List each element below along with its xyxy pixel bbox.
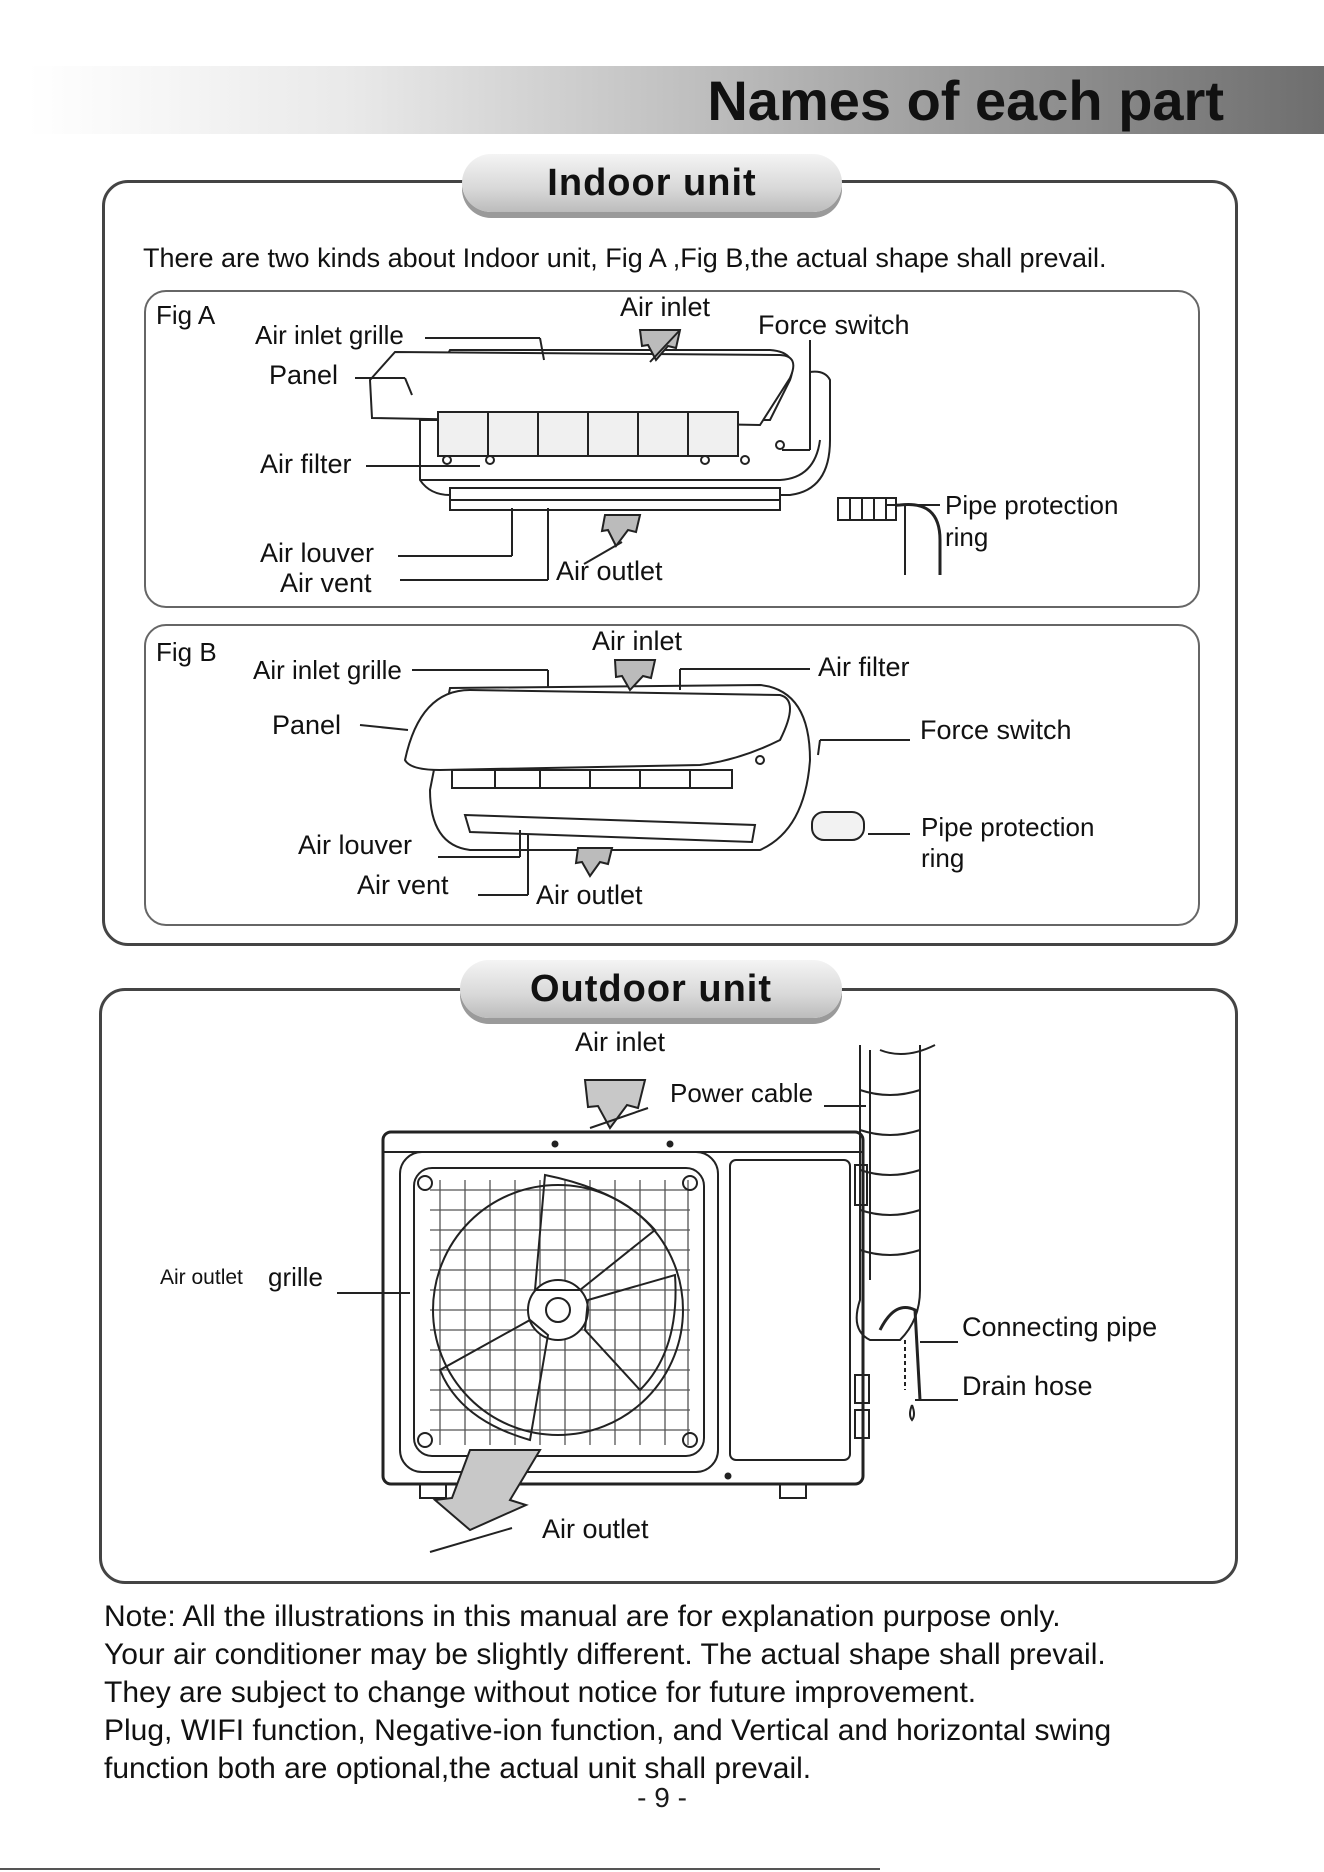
fig-b-air-louver-label: Air louver <box>298 830 413 860</box>
fig-b-leader-lines <box>359 668 910 896</box>
note-line: They are subject to change without notic… <box>104 1676 977 1709</box>
page-title: Names of each part <box>707 69 1224 132</box>
outdoor-grille-label: grille <box>268 1262 323 1292</box>
note-line: function both are optional,the actual un… <box>104 1752 812 1785</box>
fig-b-air-outlet-label: Air outlet <box>536 880 643 910</box>
fig-a-air-vent-label: Air vent <box>280 568 372 598</box>
outdoor-leader-lines <box>337 1105 958 1401</box>
fig-b-panel-label: Panel <box>272 710 342 740</box>
fig-a-panel-label: Panel <box>269 360 339 390</box>
fig-b-ring-label: ring <box>921 843 965 873</box>
fig-a-air-inlet-grille-label: Air inlet grille <box>255 320 404 350</box>
fig-a-air-filter-label: Air filter <box>260 449 352 479</box>
page-number: - 9 - <box>637 1782 687 1813</box>
note-line: Note: All the illustrations in this manu… <box>104 1600 1061 1633</box>
fig-a-label: Fig A <box>156 300 216 330</box>
fig-a-force-switch-label: Force switch <box>758 310 910 340</box>
fig-a-leader-lines <box>355 337 940 581</box>
outdoor-air-outlet-label: Air outlet <box>542 1514 649 1544</box>
outdoor-air-inlet-label: Air inlet <box>575 1027 666 1057</box>
header-band <box>28 66 1324 134</box>
fig-a-air-inlet-label: Air inlet <box>620 292 711 322</box>
outdoor-unit-tab: Outdoor unit <box>460 960 842 1018</box>
fig-b-air-vent-label: Air vent <box>357 870 449 900</box>
indoor-unit-tab: Indoor unit <box>462 154 842 212</box>
outdoor-drain-hose-label: Drain hose <box>962 1371 1093 1401</box>
fig-b-label: Fig B <box>156 637 217 667</box>
note-line: Your air conditioner may be slightly dif… <box>104 1638 1106 1671</box>
fig-a-air-outlet-label: Air outlet <box>556 556 663 586</box>
fig-b-indoor-unit-drawing <box>403 659 865 878</box>
fig-a-ring-label: ring <box>945 522 989 552</box>
fig-b-air-inlet-grille-label: Air inlet grille <box>253 655 402 685</box>
fig-a-indoor-unit-drawing <box>368 329 942 575</box>
fig-b-air-filter-label: Air filter <box>818 652 910 682</box>
indoor-intro-text: There are two kinds about Indoor unit, F… <box>143 243 1107 273</box>
outdoor-air-outlet-small-label: Air outlet <box>160 1266 243 1289</box>
fig-a-air-louver-label: Air louver <box>260 538 375 568</box>
fig-b-air-inlet-label: Air inlet <box>592 626 683 656</box>
note-line: Plug, WIFI function, Negative-ion functi… <box>104 1714 1112 1747</box>
outdoor-power-cable-label: Power cable <box>670 1078 814 1108</box>
fig-b-box <box>144 624 1200 926</box>
fig-b-force-switch-label: Force switch <box>920 715 1072 745</box>
footer-divider <box>0 1868 880 1870</box>
fig-a-box <box>144 290 1200 608</box>
fig-a-pipe-protection-label: Pipe protection <box>945 490 1119 520</box>
outdoor-connecting-pipe-label: Connecting pipe <box>962 1312 1158 1342</box>
fig-b-pipe-protection-label: Pipe protection <box>921 812 1095 842</box>
notes-block: Note: All the illustrations in this manu… <box>104 1598 1284 1788</box>
outdoor-unit-drawing <box>381 1044 936 1553</box>
